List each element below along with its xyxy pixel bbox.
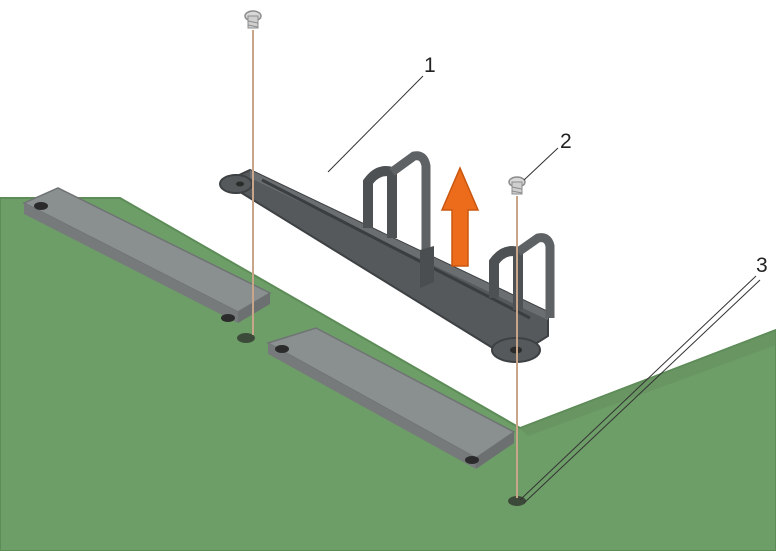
screw-left xyxy=(244,10,262,335)
callout-1-leader xyxy=(327,75,424,173)
slot-2-mount-hole-a xyxy=(275,345,289,353)
callout-3-leader-b xyxy=(523,279,761,504)
callout-1-label: 1 xyxy=(424,54,436,77)
system-board-shade xyxy=(520,330,776,436)
callout-3-label: 3 xyxy=(756,254,768,277)
bracket-loop-front xyxy=(363,151,431,252)
connector-slot-1 xyxy=(22,187,272,323)
slot-1-mount-hole-b xyxy=(221,314,235,322)
screw-right xyxy=(508,176,526,498)
callout-3-leader-a xyxy=(519,275,757,501)
bracket xyxy=(219,151,555,363)
board-screw-hole-left xyxy=(237,333,255,343)
connector-slot-2 xyxy=(266,327,516,469)
slot-2-mount-hole-b xyxy=(465,456,479,464)
lift-arrow-icon xyxy=(440,166,480,267)
slot-1-mount-hole-a xyxy=(34,202,48,210)
callout-2-label: 2 xyxy=(560,130,572,153)
callout-2-leader xyxy=(523,147,559,181)
